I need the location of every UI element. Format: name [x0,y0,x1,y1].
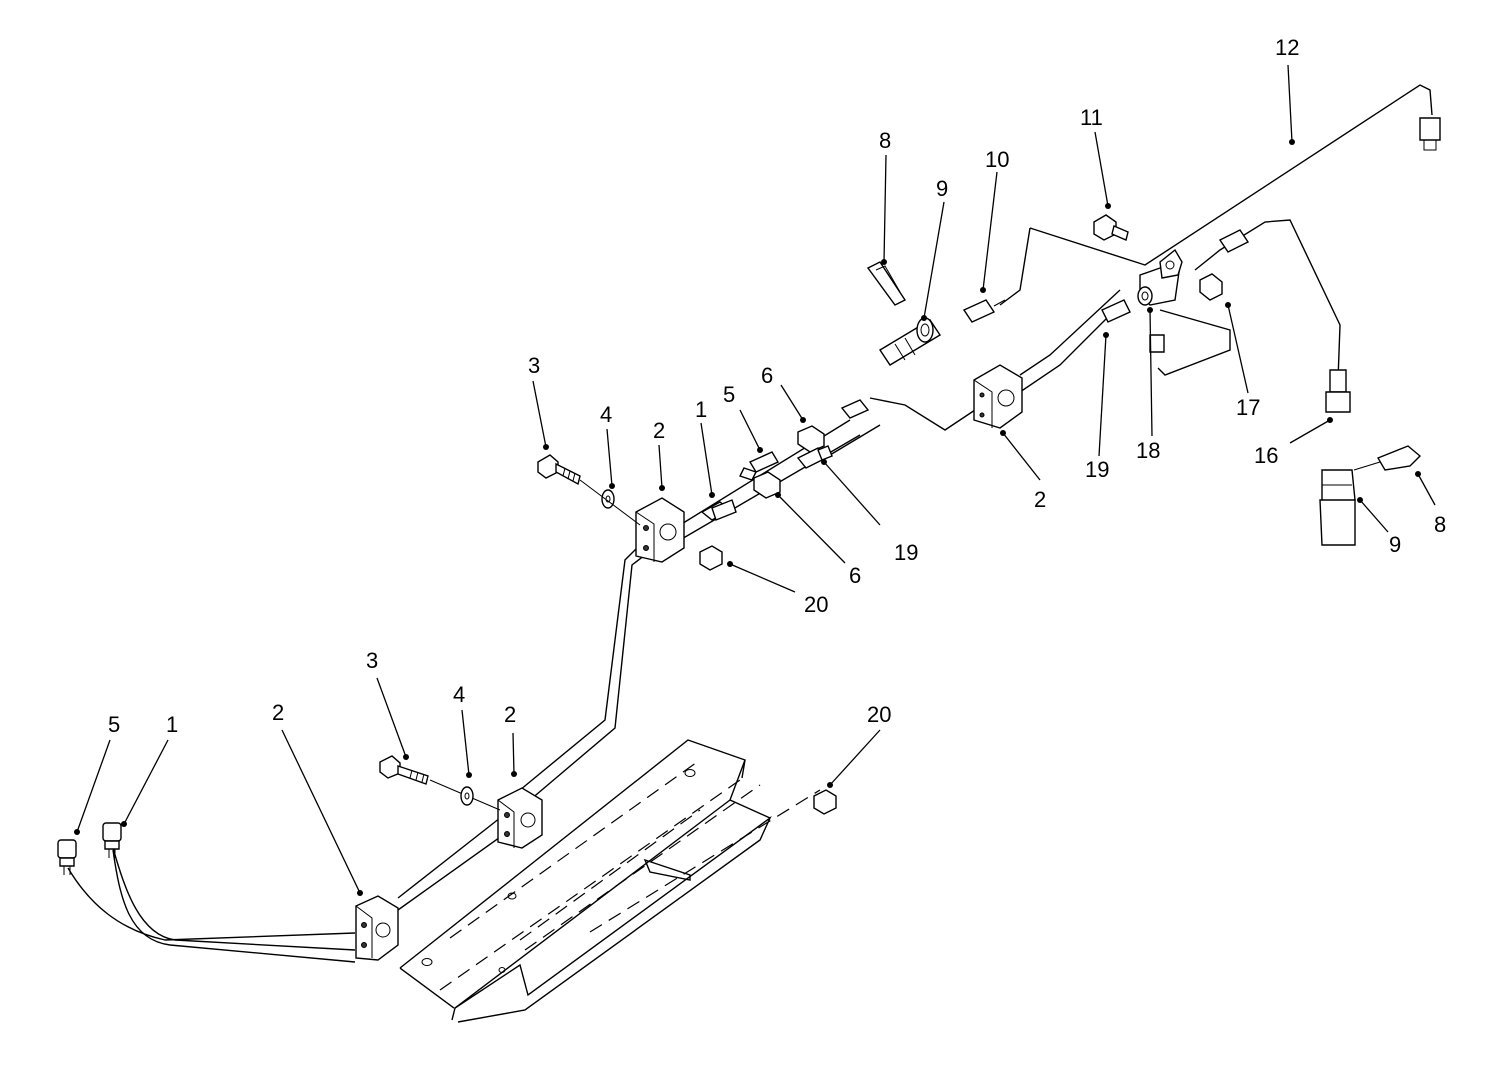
callout-6-upper: 6 [761,363,773,388]
fitting-left-1 [102,822,122,858]
callout-labels: 12 11 10 8 9 17 18 19 16 8 9 2 3 4 2 1 5… [108,35,1446,737]
callout-19-left: 19 [894,540,918,565]
callout-1-upper: 1 [695,397,707,422]
brake-lines [67,84,1433,963]
callout-8-left: 8 [879,128,891,153]
nut-6-lower [753,471,781,499]
bolt-upper [537,454,581,486]
bolt-11 [1093,214,1129,241]
callout-6-lower: 6 [849,563,861,588]
fitting-right-top [1218,229,1250,253]
callout-3-lower: 3 [366,648,378,673]
callout-2-lower-left: 2 [272,700,284,725]
fitting-16 [1325,369,1351,413]
leader-lines [76,64,1436,894]
fitting-left-5 [57,839,77,875]
clamp-bottom-middle [497,787,543,849]
callout-11: 11 [1080,105,1103,130]
nut-6-upper [797,425,825,453]
fitting-19-right [1101,299,1131,323]
callout-17: 17 [1236,395,1260,420]
clamp-upper-right [973,364,1023,429]
fitting-under-bracket [1149,334,1165,353]
fitting-19-left [796,445,833,469]
callout-16: 16 [1254,443,1278,468]
clamp-bottom-left [355,895,399,961]
junction-bracket [1137,248,1183,306]
hose-fitting-9-left [879,317,941,366]
callout-4-lower: 4 [453,682,465,707]
callout-5-upper: 5 [723,382,735,407]
nut-20-lower [813,789,837,815]
fitting-upper-1 [700,499,737,521]
washer-lower [460,786,474,806]
clamp-upper-left [635,497,685,563]
clip-8-right [1353,445,1422,471]
callout-3-upper: 3 [528,353,540,378]
washer-upper [601,489,615,509]
callout-5-lower: 5 [108,712,120,737]
callout-2-upper-left: 2 [653,418,665,443]
callout-12: 12 [1275,35,1299,60]
fitting-10 [962,299,1006,323]
hose-fitting-9-right [1319,469,1356,546]
callout-9-right: 9 [1389,532,1401,557]
nut-20-upper [699,545,723,571]
fitting-upper-mid [840,399,870,419]
callout-9-left: 9 [936,176,948,201]
mounting-bracket [399,739,821,1023]
bolt-lower [379,755,501,811]
callout-8-right: 8 [1434,512,1446,537]
fitting-upper-5 [739,451,780,481]
callout-4-upper: 4 [600,402,612,427]
callout-18: 18 [1136,438,1160,463]
callout-2-upper-right: 2 [1034,487,1046,512]
callout-19-right: 19 [1085,457,1109,482]
callout-2-lower-middle: 2 [504,702,516,727]
callout-20-lower: 20 [867,702,891,727]
leader-dots [74,139,1421,896]
callout-10: 10 [985,147,1009,172]
callout-1-lower: 1 [166,712,178,737]
nut-17 [1199,273,1223,301]
clip-8-left [866,261,907,306]
fitting-12-end [1419,117,1441,151]
callout-20-upper: 20 [804,592,828,617]
